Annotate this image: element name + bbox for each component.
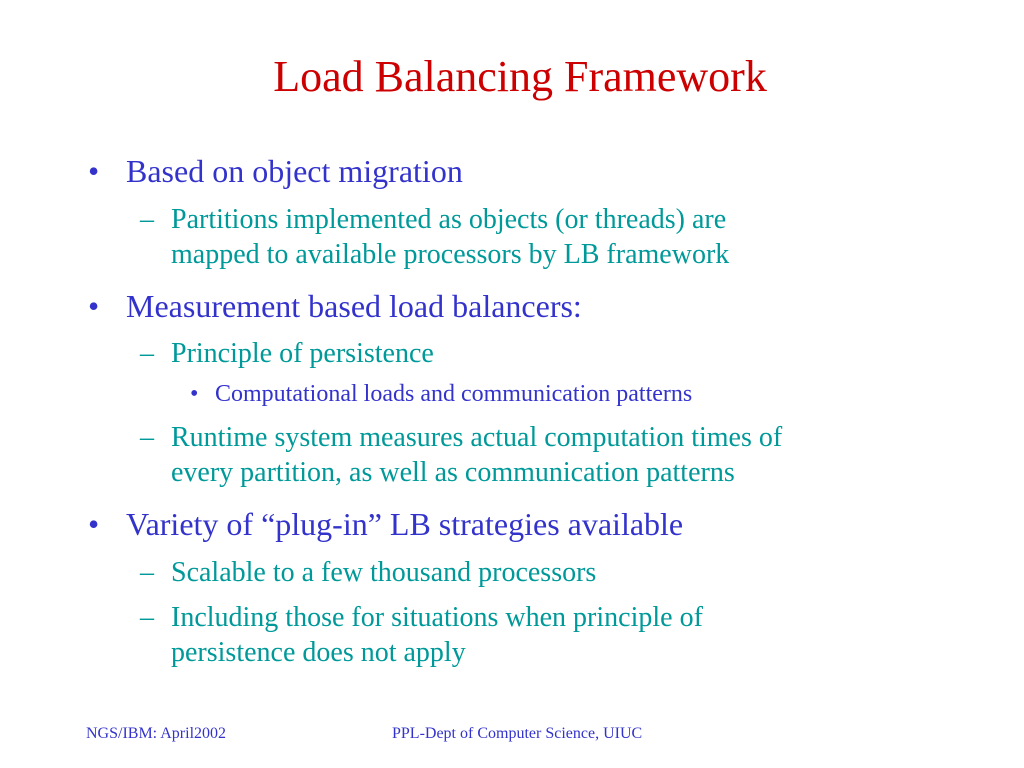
sub-bullet-3-2-line-2: persistence does not apply bbox=[171, 637, 466, 668]
sub-sub-bullet-2-1-1: • Computational loads and communication … bbox=[190, 380, 692, 408]
sub-bullet-1-1: – Partitions implemented as objects (or … bbox=[140, 202, 729, 272]
bullet-1-text: Based on object migration bbox=[126, 153, 463, 189]
footer-center: PPL-Dept of Computer Science, UIUC bbox=[392, 725, 643, 742]
sub-sub-bullet-2-1-1-text: Computational loads and communication pa… bbox=[215, 381, 693, 407]
sub-bullet-3-2: – Including those for situations when pr… bbox=[140, 600, 703, 670]
sub-bullet-3-2-marker: – bbox=[140, 602, 154, 633]
sub-bullet-2-1-marker: – bbox=[140, 338, 154, 369]
bullet-1-marker: • bbox=[88, 153, 100, 189]
bullet-2-text: Measurement based load balancers: bbox=[126, 288, 582, 324]
bullet-3-text: Variety of “plug-in” LB strategies avail… bbox=[126, 506, 684, 542]
sub-bullet-1-1-line-2: mapped to available processors by LB fra… bbox=[171, 239, 730, 270]
sub-bullet-1-1-line-1: Partitions implemented as objects (or th… bbox=[171, 204, 727, 235]
bullet-2: • Measurement based load balancers: bbox=[88, 288, 582, 324]
sub-bullet-3-1: – Scalable to a few thousand processors bbox=[140, 555, 596, 590]
bullet-3-marker: • bbox=[88, 506, 100, 542]
sub-bullet-2-1: – Principle of persistence bbox=[140, 336, 434, 371]
footer-left: NGS/IBM: April2002 bbox=[86, 725, 227, 742]
sub-bullet-2-2: – Runtime system measures actual computa… bbox=[140, 420, 782, 490]
sub-bullet-1-1-marker: – bbox=[140, 204, 154, 235]
sub-bullet-2-1-text: Principle of persistence bbox=[171, 338, 434, 369]
bullet-3: • Variety of “plug-in” LB strategies ava… bbox=[88, 506, 683, 542]
bullet-1: • Based on object migration bbox=[88, 153, 463, 189]
sub-bullet-2-2-line-1: Runtime system measures actual computati… bbox=[171, 422, 783, 453]
sub-bullet-2-2-line-2: every partition, as well as communicatio… bbox=[171, 457, 735, 488]
sub-sub-bullet-2-1-1-marker: • bbox=[190, 381, 199, 407]
slide-title: Load Balancing Framework bbox=[273, 52, 767, 101]
bullet-2-marker: • bbox=[88, 288, 100, 324]
sub-bullet-3-2-line-1: Including those for situations when prin… bbox=[171, 602, 703, 633]
sub-bullet-2-2-marker: – bbox=[140, 422, 154, 453]
sub-bullet-3-1-marker: – bbox=[140, 557, 154, 588]
sub-bullet-3-1-text: Scalable to a few thousand processors bbox=[171, 557, 597, 588]
